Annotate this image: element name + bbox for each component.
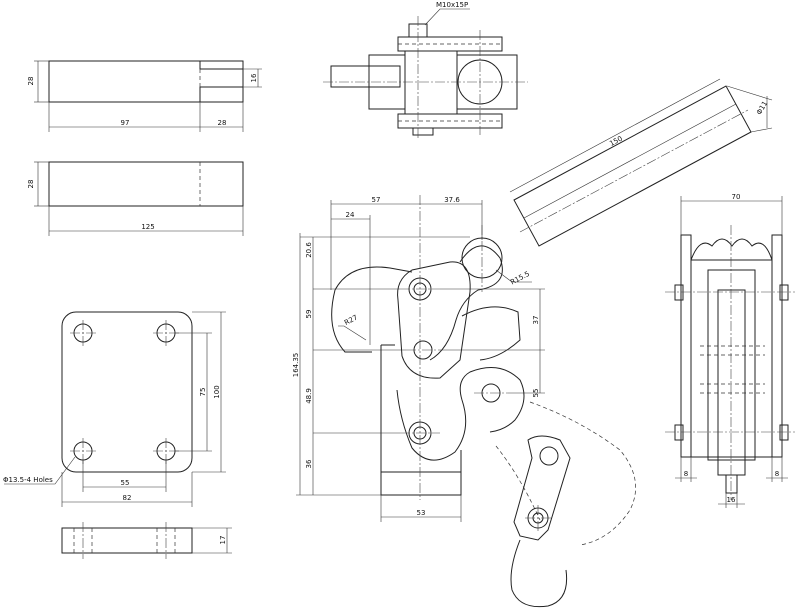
view-base-plate	[4, 311, 226, 507]
dim-24: 24	[346, 211, 355, 219]
dim-100: 100	[213, 385, 221, 398]
dim-75: 75	[199, 388, 207, 397]
dim-97: 97	[121, 119, 130, 127]
thread-callout: M10x15P	[436, 1, 468, 9]
dimension-labels: 28 16 97 28 28 125 M10x15P 150 Φ11 57 37…	[3, 1, 779, 544]
dim-59: 59	[305, 310, 313, 319]
dim-48-9: 48.9	[305, 388, 313, 404]
holes-callout: Φ13.5-4 Holes	[3, 476, 53, 484]
dim-28-slot-depth: 28	[218, 119, 227, 127]
view-main-side	[296, 195, 636, 608]
dim-17: 17	[219, 536, 227, 545]
dim-150: 150	[608, 135, 624, 148]
dim-55-link: 55	[532, 389, 540, 398]
dim-37-6: 37.6	[444, 196, 460, 204]
dim-82: 82	[123, 494, 132, 502]
dim-r15-5: R15.5	[509, 270, 531, 287]
dim-8-left: 8	[684, 470, 688, 478]
dim-57: 57	[372, 196, 381, 204]
dim-20-6: 20.6	[305, 242, 313, 258]
dim-37: 37	[532, 316, 540, 325]
dim-36: 36	[305, 459, 313, 468]
dim-53: 53	[417, 509, 426, 517]
dim-70: 70	[732, 193, 741, 201]
view-right-end	[665, 196, 795, 508]
dim-125: 125	[141, 223, 154, 231]
dim-16-slot: 16	[250, 73, 258, 82]
dim-28-slot-height: 28	[27, 77, 35, 86]
dim-55-holes: 55	[121, 479, 130, 487]
dim-8-right: 8	[775, 470, 779, 478]
view-angled-bar	[509, 78, 773, 247]
view-top-clamp	[323, 8, 528, 140]
dim-r27: R27	[343, 313, 359, 327]
dim-16-end: 16	[727, 496, 736, 504]
view-base-side	[61, 522, 232, 559]
dim-28-bar-height: 28	[27, 180, 35, 189]
view-bar-125	[34, 161, 244, 236]
dim-164-35: 164.35	[292, 353, 300, 378]
view-slotted-block	[34, 60, 262, 132]
